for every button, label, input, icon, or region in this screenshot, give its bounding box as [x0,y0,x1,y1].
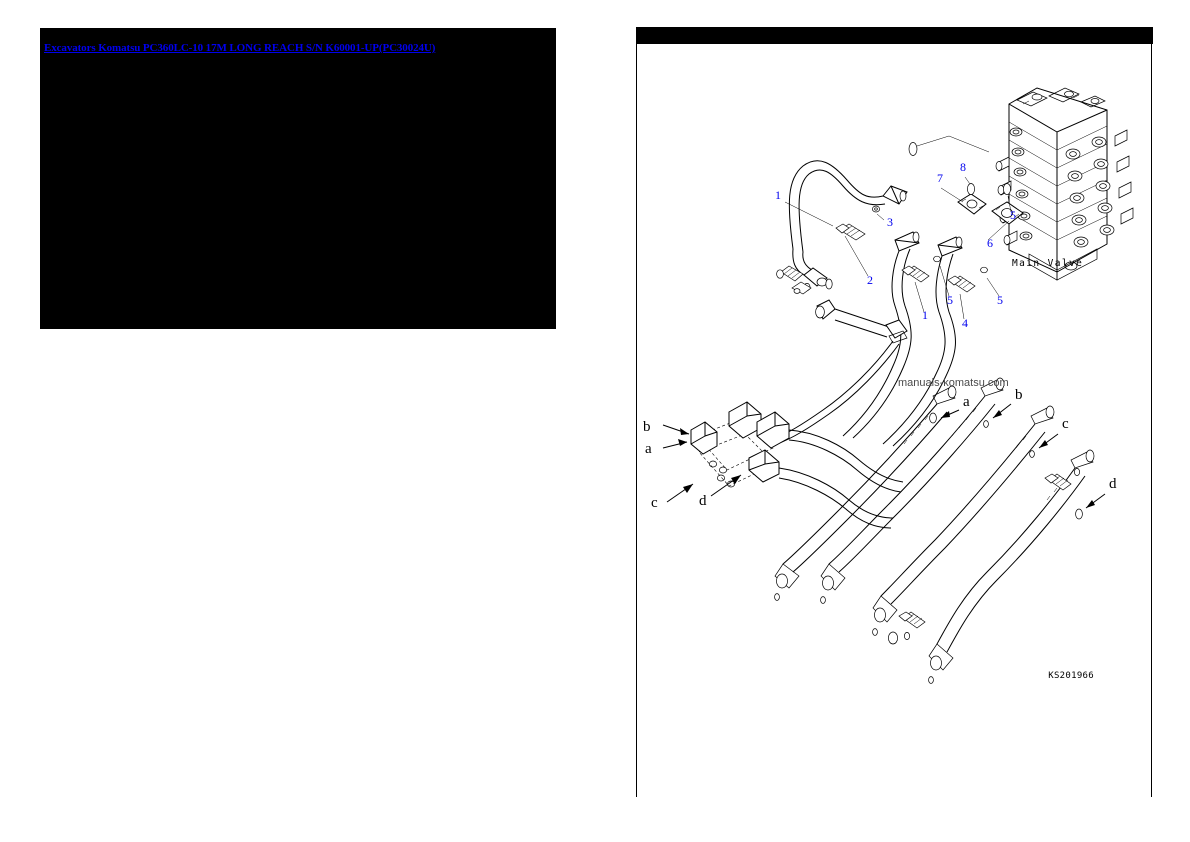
callout-2: 2 [867,273,873,287]
main-valve-assembly: Main Valve [995,87,1134,281]
callout-letter-a-right: a [963,394,970,410]
bolt-item-2 [835,223,866,241]
oring-leader-top [908,135,990,156]
hose-assembly-2 [820,377,1005,604]
flange-plate-item-6 [991,201,1024,225]
callout-letter-b-right: b [1015,387,1023,403]
numeric-callouts: 1 2 3 1 5 4 5 7 8 6 5 [775,160,1016,330]
callout-5-center: 5 [947,293,953,307]
lower-left-manifold [662,401,904,529]
letter-callout-arrows-right [929,403,1106,520]
callout-4: 4 [962,316,968,330]
drawing-number: KS201966 [1048,671,1094,681]
site-watermark: manuals-komatsu.com [898,377,1009,389]
hose-assembly-4 [928,449,1095,684]
hose-assembly-3 [872,405,1055,645]
callout-letter-c-left: c [651,495,658,511]
oring-item-8 [967,183,975,195]
callout-1-left: 1 [775,188,781,202]
callout-5-right-upper: 5 [1010,208,1016,222]
loose-fittings-group [776,265,833,295]
letter-callouts-right: a b c d [963,387,1117,492]
callout-letter-d-right: d [1109,476,1117,492]
callout-letter-a-left: a [645,441,652,457]
callout-letter-d-left: d [699,493,707,509]
parts-drawing-frame: Main Valve [636,27,1153,797]
callout-3: 3 [887,215,893,229]
callout-6: 6 [987,236,993,250]
callout-5-right-lower: 5 [997,293,1003,307]
catalog-title-link[interactable]: Excavators Komatsu PC360LC-10 17M LONG R… [44,42,436,54]
callout-8: 8 [960,160,966,174]
callout-7: 7 [937,171,943,185]
pipe-item-1 [788,160,908,287]
parts-drawing-canvas: Main Valve [637,44,1153,797]
callout-letter-b-left: b [643,419,651,435]
pipe-group-center [770,231,963,447]
flange-plate-item-7 [957,193,987,215]
oring-item-5-right [1003,183,1011,195]
drawing-header-bar [637,27,1153,44]
main-valve-label: Main Valve [1012,258,1083,269]
callout-leader-lines [784,176,1012,320]
bolt-washer-group-5 [901,255,988,293]
letter-callouts-left: b a c d [643,419,707,511]
washer-item-3 [872,205,880,213]
catalog-preview-block: Excavators Komatsu PC360LC-10 17M LONG R… [40,28,556,329]
hose-assembly-1 [774,385,957,601]
callout-1-center: 1 [922,308,928,322]
callout-letter-c-right: c [1062,416,1069,432]
